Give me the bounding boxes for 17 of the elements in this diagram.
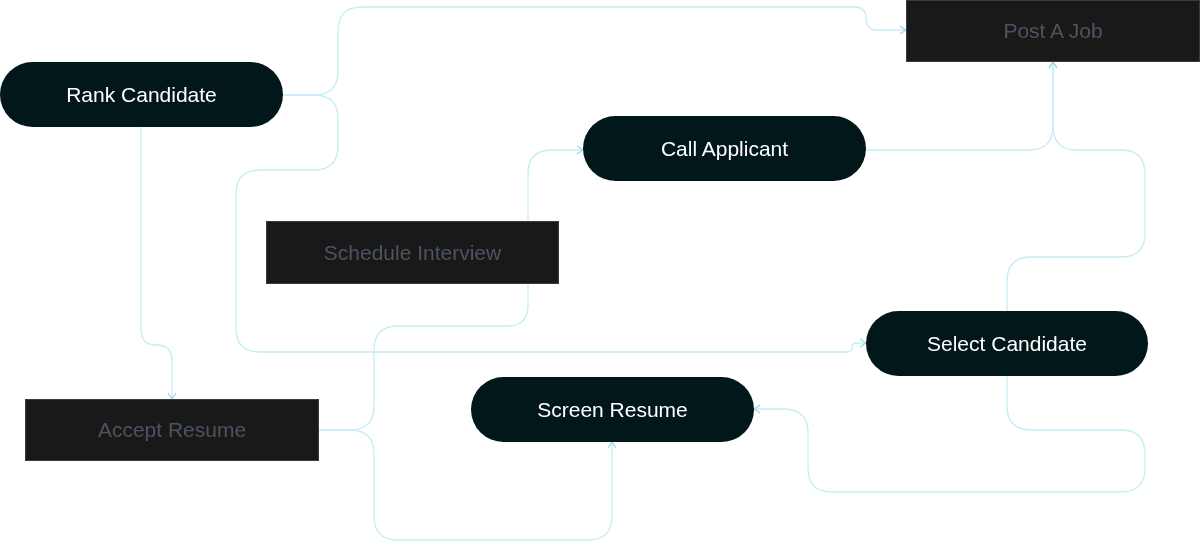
process-box xyxy=(25,399,319,461)
node-label: Post A Job xyxy=(1003,19,1103,43)
node-label: Call Applicant xyxy=(660,136,789,161)
node-label: Screen Resume xyxy=(537,397,688,422)
node-label: Rank Candidate xyxy=(66,82,217,107)
process-box xyxy=(266,221,559,284)
process-box xyxy=(906,0,1200,62)
node-label: Select Candidate xyxy=(927,331,1087,356)
connector-arrow xyxy=(140,126,177,400)
node-label: Schedule Interview xyxy=(323,240,502,265)
connector-arrow xyxy=(318,429,617,541)
connector-arrow xyxy=(753,375,1146,493)
connector-arrow xyxy=(527,145,584,222)
connector-arrow xyxy=(235,94,867,353)
connector-arrow xyxy=(1006,61,1146,312)
process-pill xyxy=(0,62,283,127)
node-label: Accept Resume xyxy=(97,418,247,442)
